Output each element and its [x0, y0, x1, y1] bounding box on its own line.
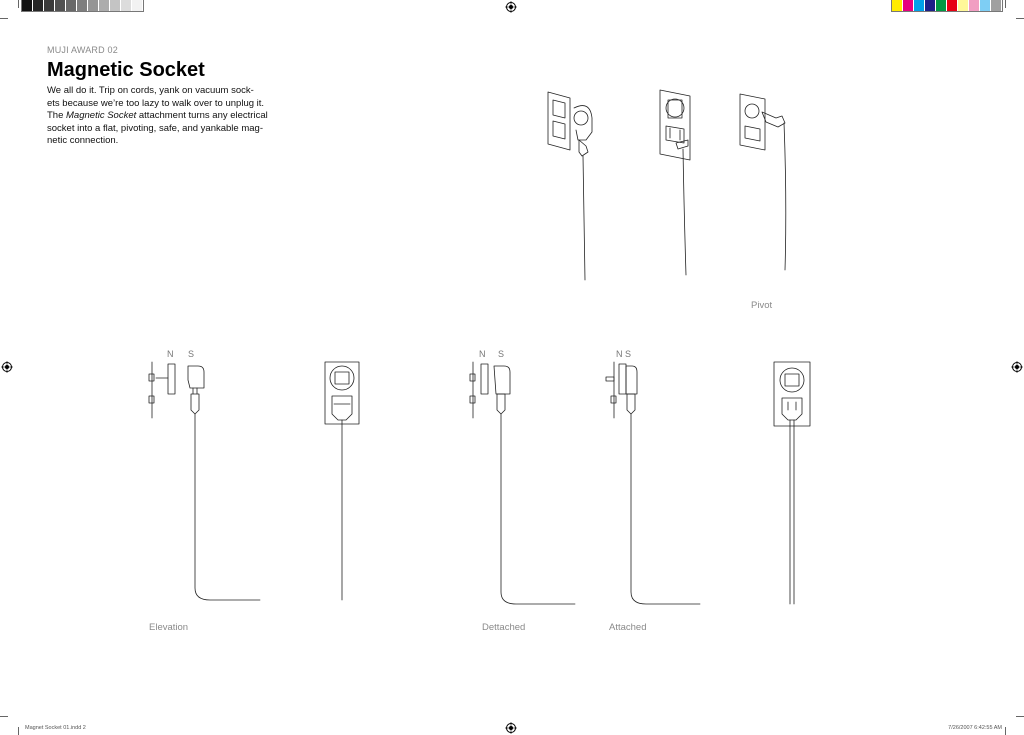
gray-swatch: [77, 0, 88, 11]
color-swatch: [980, 0, 991, 11]
pivot-caption: Pivot: [751, 300, 773, 311]
pivot-illustration-2: [659, 89, 691, 276]
crop-mark: [0, 716, 8, 717]
color-swatch: [969, 0, 980, 11]
south-pole-label: S: [498, 349, 505, 359]
intro-line: We all do it. Trip on cords, yank on vac…: [47, 85, 254, 96]
color-swatch: [914, 0, 925, 11]
intro-line: ets because we’re too lazy to walk over …: [47, 97, 265, 109]
registration-mark-right-icon: [1011, 361, 1023, 373]
attached-side-view: [605, 361, 701, 605]
south-pole-label: S: [188, 349, 195, 359]
north-pole-label: N: [167, 349, 174, 359]
print-timestamp: 7/26/2007 6:42:55 AM: [948, 725, 1002, 731]
attached-front-view: [773, 361, 811, 605]
crop-mark: [1005, 727, 1006, 735]
color-swatch: [947, 0, 958, 11]
gray-swatch: [55, 0, 66, 11]
registration-mark-top-icon: [505, 1, 517, 13]
crop-mark: [18, 727, 19, 735]
detached-caption: Dettached: [482, 622, 526, 633]
color-swatch: [903, 0, 914, 11]
gray-swatch: [132, 0, 143, 11]
elevation-caption: Elevation: [149, 622, 189, 633]
north-pole-label: N: [479, 349, 486, 359]
registration-mark-bottom-icon: [505, 722, 517, 734]
gray-swatch: [110, 0, 121, 11]
gray-swatch: [33, 0, 44, 11]
crop-mark: [1005, 0, 1006, 8]
crop-mark: [1016, 18, 1024, 19]
cmyk-color-bar: [891, 0, 1003, 12]
attached-caption: Attached: [609, 622, 647, 633]
color-swatch: [991, 0, 1002, 11]
pivot-illustration-3: [739, 93, 787, 271]
grayscale-color-bar: [21, 0, 144, 12]
crop-mark: [18, 0, 19, 8]
detached-side-view: [469, 361, 576, 605]
product-name-emphasis: Magnetic Socket: [66, 110, 137, 121]
intro-line: attachment turns any electrical: [136, 110, 268, 121]
gray-swatch: [22, 0, 33, 11]
gray-swatch: [121, 0, 132, 11]
intro-line: netic connection.: [47, 135, 119, 146]
file-slug: Magnet Socket 01.indd 2: [25, 725, 86, 731]
gray-swatch: [66, 0, 77, 11]
elevation-front-view: [324, 361, 360, 601]
gray-swatch: [44, 0, 55, 11]
award-kicker: MUJI AWARD 02: [47, 45, 118, 55]
color-swatch: [892, 0, 903, 11]
elevation-side-view: [148, 361, 261, 601]
color-swatch: [936, 0, 947, 11]
pivot-illustration-1: [547, 91, 593, 281]
north-south-pole-label: N S: [616, 349, 632, 359]
intro-line: socket into a flat, pivoting, safe, and …: [47, 122, 263, 134]
registration-mark-left-icon: [1, 361, 13, 373]
color-swatch: [925, 0, 936, 11]
crop-mark: [1016, 716, 1024, 717]
intro-line: The: [47, 110, 67, 121]
color-swatch: [958, 0, 969, 11]
page-title: Magnetic Socket: [47, 59, 205, 81]
intro-paragraph: We all do it. Trip on cords, yank on vac…: [47, 85, 287, 148]
gray-swatch: [88, 0, 99, 11]
gray-swatch: [99, 0, 110, 11]
crop-mark: [0, 18, 8, 19]
